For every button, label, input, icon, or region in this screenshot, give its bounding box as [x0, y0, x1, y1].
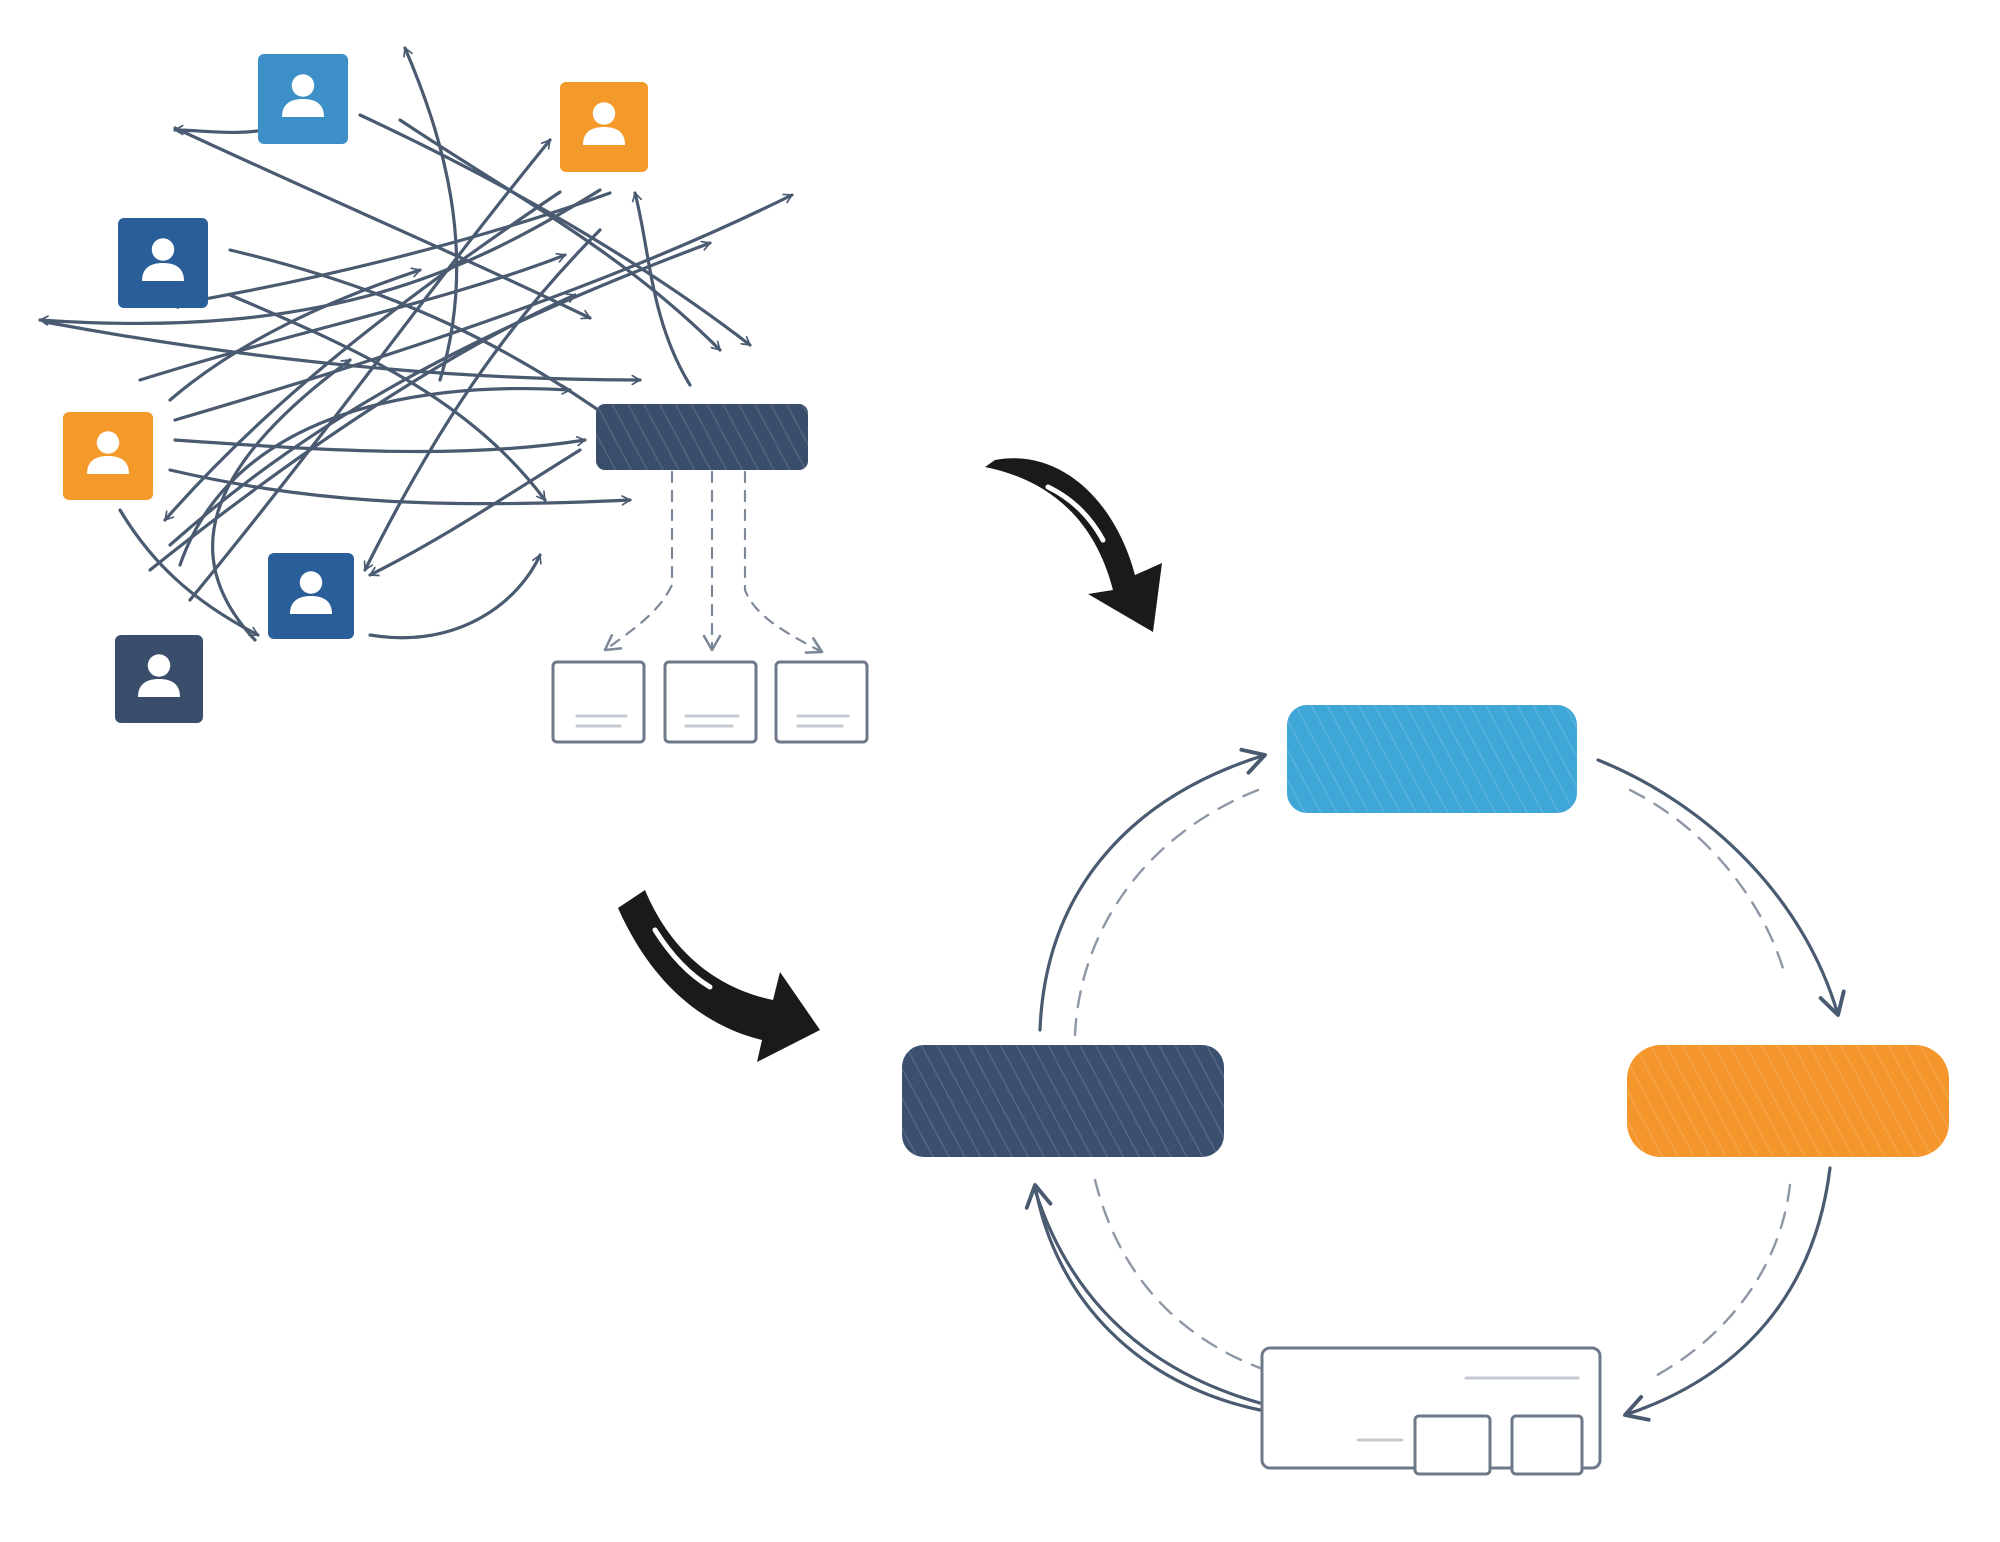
- cycle-nodes: [902, 705, 1949, 1157]
- cycle-node-top: [1287, 705, 1577, 813]
- output-documents: [551, 660, 869, 744]
- person-icon: [268, 553, 354, 639]
- dashboard-tile: [1413, 1414, 1492, 1476]
- output-document: [551, 660, 646, 744]
- person-icon: [63, 412, 153, 500]
- dashboard-window: [1260, 1346, 1602, 1476]
- curved-arrow-icon: [985, 458, 1162, 632]
- people-group: [63, 54, 648, 723]
- cycle-connections: [1024, 747, 1846, 1432]
- hub-block: [596, 404, 808, 470]
- cycle-node-right: [1627, 1045, 1949, 1157]
- tangled-connections: [38, 46, 794, 642]
- person-icon: [118, 218, 208, 308]
- cycle-node-left: [902, 1045, 1224, 1157]
- curved-arrow-icon: [618, 890, 820, 1062]
- dashboard-tile: [1510, 1414, 1584, 1476]
- person-icon: [115, 635, 203, 723]
- output-document: [774, 660, 869, 744]
- person-icon: [258, 54, 348, 144]
- output-document: [663, 660, 758, 744]
- hub-outputs: [603, 470, 824, 654]
- person-icon: [560, 82, 648, 172]
